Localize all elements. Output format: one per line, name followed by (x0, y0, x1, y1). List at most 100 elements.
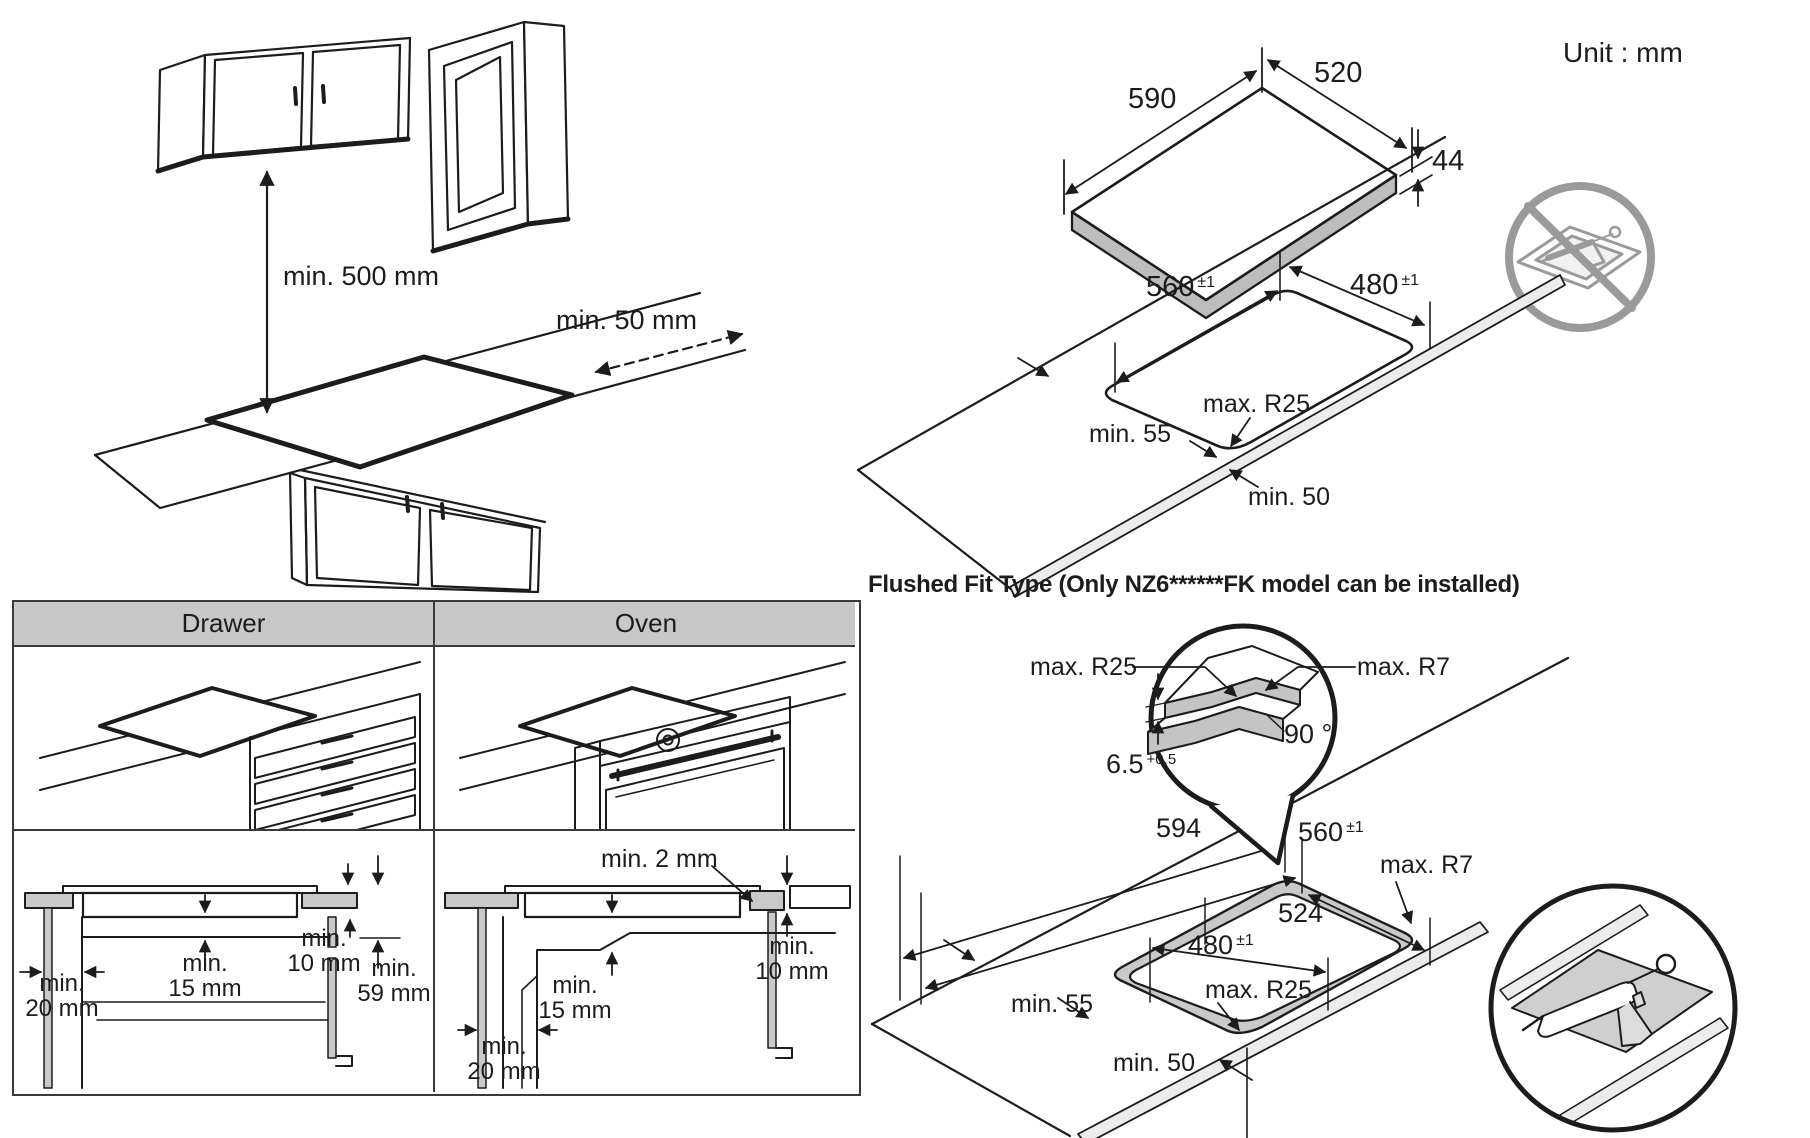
flushed-480-tol: ±1 (1236, 932, 1254, 949)
oven-min10-line1: min. (769, 933, 815, 960)
r25-arrow (1230, 417, 1251, 448)
flushed-r7-label: max. R7 (1380, 851, 1474, 879)
min50-label: min. 50 mm (556, 305, 698, 335)
oven-min15-line1: min. (552, 972, 598, 999)
flushed-detail-balloon (1132, 623, 1356, 866)
dim-590-line (1064, 70, 1258, 195)
base-cabinet (288, 468, 547, 594)
clearance-overview-diagram (93, 20, 747, 594)
flushed-560-value: 560 (1298, 817, 1344, 847)
table-header-row: Drawer Oven (14, 602, 855, 647)
drawer-fronts (254, 716, 416, 829)
flushed-560-label: 560±1 (1298, 818, 1364, 846)
dim-480-line (1151, 943, 1327, 977)
dim-min50-arrow (594, 330, 744, 376)
detail-r25-label: max. R25 (1030, 653, 1137, 681)
wall-cabinet-left (155, 36, 412, 174)
flushed-524-label: 524 (1278, 898, 1324, 928)
flushed-r25-label: max. R25 (1205, 976, 1312, 1004)
counter-left-edge (856, 468, 1014, 592)
oven-min20-label: min. 20 mm (467, 1034, 540, 1084)
fastener-hook (335, 1055, 353, 1067)
counter-front-band (1077, 921, 1489, 1138)
oven-cavity-line (536, 932, 836, 1089)
counter-left-edge (870, 1022, 1072, 1138)
dim-560-line (1115, 290, 1279, 383)
table-header-drawer: Drawer (181, 608, 266, 638)
r25-arrow (1217, 1002, 1240, 1031)
flushed-594-label: 594 (1156, 813, 1202, 843)
cutout-min50-label: min. 50 (1248, 483, 1330, 511)
oven-handle (609, 734, 781, 779)
flushed-fit-diagram (870, 656, 1570, 1138)
detail-65-value: 6.5 (1106, 749, 1144, 779)
cutout-480-value: 480 (1350, 269, 1399, 301)
cutout-480-tol: ±1 (1401, 272, 1420, 289)
flushed-480-value: 480 (1188, 930, 1234, 960)
drawer-min10-label: min. 10 mm (287, 926, 360, 976)
min50-arrow (1228, 469, 1259, 488)
drawer-min10-line1: min. (301, 925, 347, 952)
min55-arrow-b (1189, 440, 1218, 458)
dim-520-label: 520 (1314, 57, 1363, 89)
no-sealant-icon (1505, 182, 1655, 332)
oven-min15-line2: 15 mm (538, 997, 612, 1024)
drawer-min10-line2: 10 mm (287, 950, 361, 977)
cutout-560-tol: ±1 (1197, 274, 1216, 291)
min50-arrow (1218, 1059, 1253, 1081)
r7-arrow (1395, 881, 1414, 925)
flushed-fit-heading: Flushed Fit Type (Only NZ6******FK model… (868, 571, 1520, 598)
cutout-min55-label: min. 55 (1089, 420, 1171, 448)
table-row-divider (14, 829, 855, 831)
drawer-min59-line1: min. (371, 955, 417, 982)
drawer-min59-line2: 59 mm (357, 980, 431, 1007)
detail-90-label: 90 ° (1284, 719, 1333, 749)
drawer-min15-label: min. 15 mm (168, 951, 241, 1001)
dim-524-line (1307, 894, 1426, 951)
oven-min2-label: min. 2 mm (601, 845, 718, 873)
cutout-560-value: 560 (1146, 271, 1195, 303)
drawer-min15-line2: 15 mm (168, 975, 242, 1002)
sealant-gun-icon (1488, 883, 1738, 1133)
flushed-560-tol: ±1 (1346, 819, 1364, 836)
oven-min10-line2: 10 mm (755, 958, 829, 985)
oven-cross-section (444, 855, 851, 1089)
table-header-oven: Oven (433, 602, 857, 645)
detail-r25-leader (1132, 666, 1237, 697)
table-column-divider (433, 645, 435, 1092)
dim-480-line (1288, 265, 1426, 327)
dim-44-label: 44 (1432, 145, 1465, 177)
flushed-480-label: 480±1 (1188, 931, 1254, 959)
oven-min10-label: min. 10 mm (755, 934, 828, 984)
dim-590-label: 590 (1128, 83, 1177, 115)
drawer-min20-line2: 20 mm (25, 995, 99, 1022)
drawer-cross-section (19, 855, 401, 1089)
drawer-min20-line1: min. (39, 970, 85, 997)
min55-arrow-a (1017, 357, 1050, 377)
fastener-hook (775, 1047, 793, 1059)
min2-leader (711, 865, 753, 902)
oven-min20-line2: 20 mm (467, 1058, 541, 1085)
drawer-min15-line1: min. (182, 950, 228, 977)
oven-knob (656, 728, 680, 752)
cutout-diagram (856, 135, 1566, 598)
drawer-illustration (39, 661, 421, 829)
detail-90-leader (1265, 713, 1285, 732)
oven-min15-label: min. 15 mm (538, 973, 611, 1023)
drawer-min20-label: min. 20 mm (25, 971, 98, 1021)
drawer-min59-label: min. 59 mm (357, 956, 430, 1006)
installation-table (12, 600, 861, 1096)
cooktop-outline (204, 354, 575, 470)
detail-r7-leader (1264, 666, 1356, 691)
dim-520-line (1266, 59, 1408, 149)
dim-560-line (924, 875, 1297, 991)
detail-65-label: 6.5+0.5 (1106, 750, 1176, 778)
cooktop-top-face (1070, 86, 1398, 302)
min55-arrow-b (1057, 997, 1090, 1019)
counter-front-band (1009, 274, 1566, 598)
wall-cabinet-right (427, 20, 571, 254)
flushed-min55-label: min. 55 (1011, 990, 1093, 1018)
cooktop-outline (518, 686, 737, 758)
min55-arrow-a (943, 939, 976, 961)
